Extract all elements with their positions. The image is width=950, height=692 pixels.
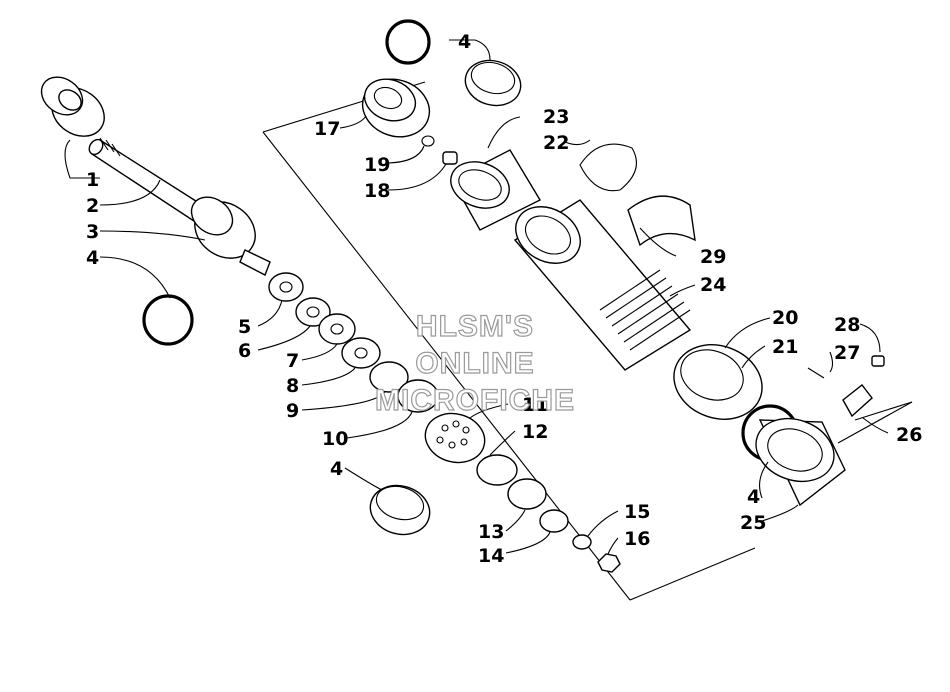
part-4-oring-left — [142, 294, 194, 346]
callout-27: 27 — [834, 342, 860, 364]
callout-28: 28 — [834, 314, 860, 336]
callout-14: 14 — [478, 545, 504, 567]
callout-20: 20 — [772, 307, 798, 329]
watermark-line-2: ONLINE — [415, 347, 534, 380]
washer-stack — [268, 272, 439, 413]
callout-4-right: 4 — [747, 486, 760, 508]
part-1-bushing — [40, 76, 105, 137]
part-3-eyelet — [190, 196, 271, 276]
part-28-screw — [871, 355, 885, 367]
callout-19: 19 — [364, 154, 390, 176]
part-24-spring-body — [513, 199, 692, 371]
part-13-washer — [507, 478, 547, 510]
part-18-valve — [442, 151, 458, 165]
callout-22: 22 — [543, 132, 569, 154]
part-12-washer — [476, 454, 518, 486]
callout-13: 13 — [478, 521, 504, 543]
part-17-cap — [361, 78, 431, 138]
part-14-washer — [539, 509, 569, 533]
part-9-washer — [369, 361, 409, 393]
part-11-piston — [424, 412, 486, 464]
part-6-washer — [295, 297, 331, 327]
callout-11: 11 — [522, 394, 548, 416]
callout-15: 15 — [624, 501, 650, 523]
part-10-washer — [397, 379, 439, 413]
part-27-pin — [807, 367, 825, 379]
part-19-oring-small — [421, 135, 435, 147]
part-5-washer — [268, 272, 304, 302]
part-7-washer — [318, 313, 356, 345]
callout-26: 26 — [896, 424, 922, 446]
callout-29: 29 — [700, 246, 726, 268]
callout-4-top: 4 — [458, 31, 471, 53]
callout-8: 8 — [286, 375, 299, 397]
callout-7: 7 — [286, 350, 299, 372]
watermark-line-3: MICROFICHE — [375, 384, 575, 417]
part-20-21-adjuster — [673, 344, 763, 420]
callout-18: 18 — [364, 180, 390, 202]
callout-6: 6 — [238, 340, 251, 362]
callout-24: 24 — [700, 274, 726, 296]
callout-5: 5 — [238, 316, 251, 338]
callout-25: 25 — [740, 512, 766, 534]
callout-21: 21 — [772, 336, 798, 358]
callout-16: 16 — [624, 528, 650, 550]
callout-4-lower: 4 — [330, 458, 343, 480]
part-4-oring-top — [385, 19, 431, 65]
callout-17: 17 — [314, 118, 340, 140]
part-29-label — [627, 195, 696, 247]
callout-23: 23 — [543, 106, 569, 128]
callout-9: 9 — [286, 400, 299, 422]
part-4-band-lower — [369, 484, 431, 536]
watermark: HLSM'S ONLINE MICROFICHE — [374, 309, 575, 417]
part-16-nut — [597, 553, 621, 573]
callout-1: 1 — [86, 169, 99, 191]
part-15-washer — [572, 534, 592, 550]
callout-2: 2 — [86, 195, 99, 217]
part-23-sleeve — [450, 149, 541, 231]
callout-3: 3 — [86, 221, 99, 243]
part-26-valve — [842, 384, 873, 418]
callout-10: 10 — [322, 428, 348, 450]
part-22-seal — [579, 143, 637, 192]
watermark-line-1: HLSM'S — [416, 310, 534, 343]
callout-labels: 1 2 3 4 5 6 7 8 9 10 4 11 12 13 14 15 16… — [86, 31, 922, 567]
callout-4-left: 4 — [86, 247, 99, 269]
part-4-band-top — [464, 59, 522, 107]
leader-lines — [64, 39, 889, 555]
part-25-reservoir — [755, 417, 846, 507]
callout-12: 12 — [522, 421, 548, 443]
part-8-washer — [341, 337, 381, 369]
